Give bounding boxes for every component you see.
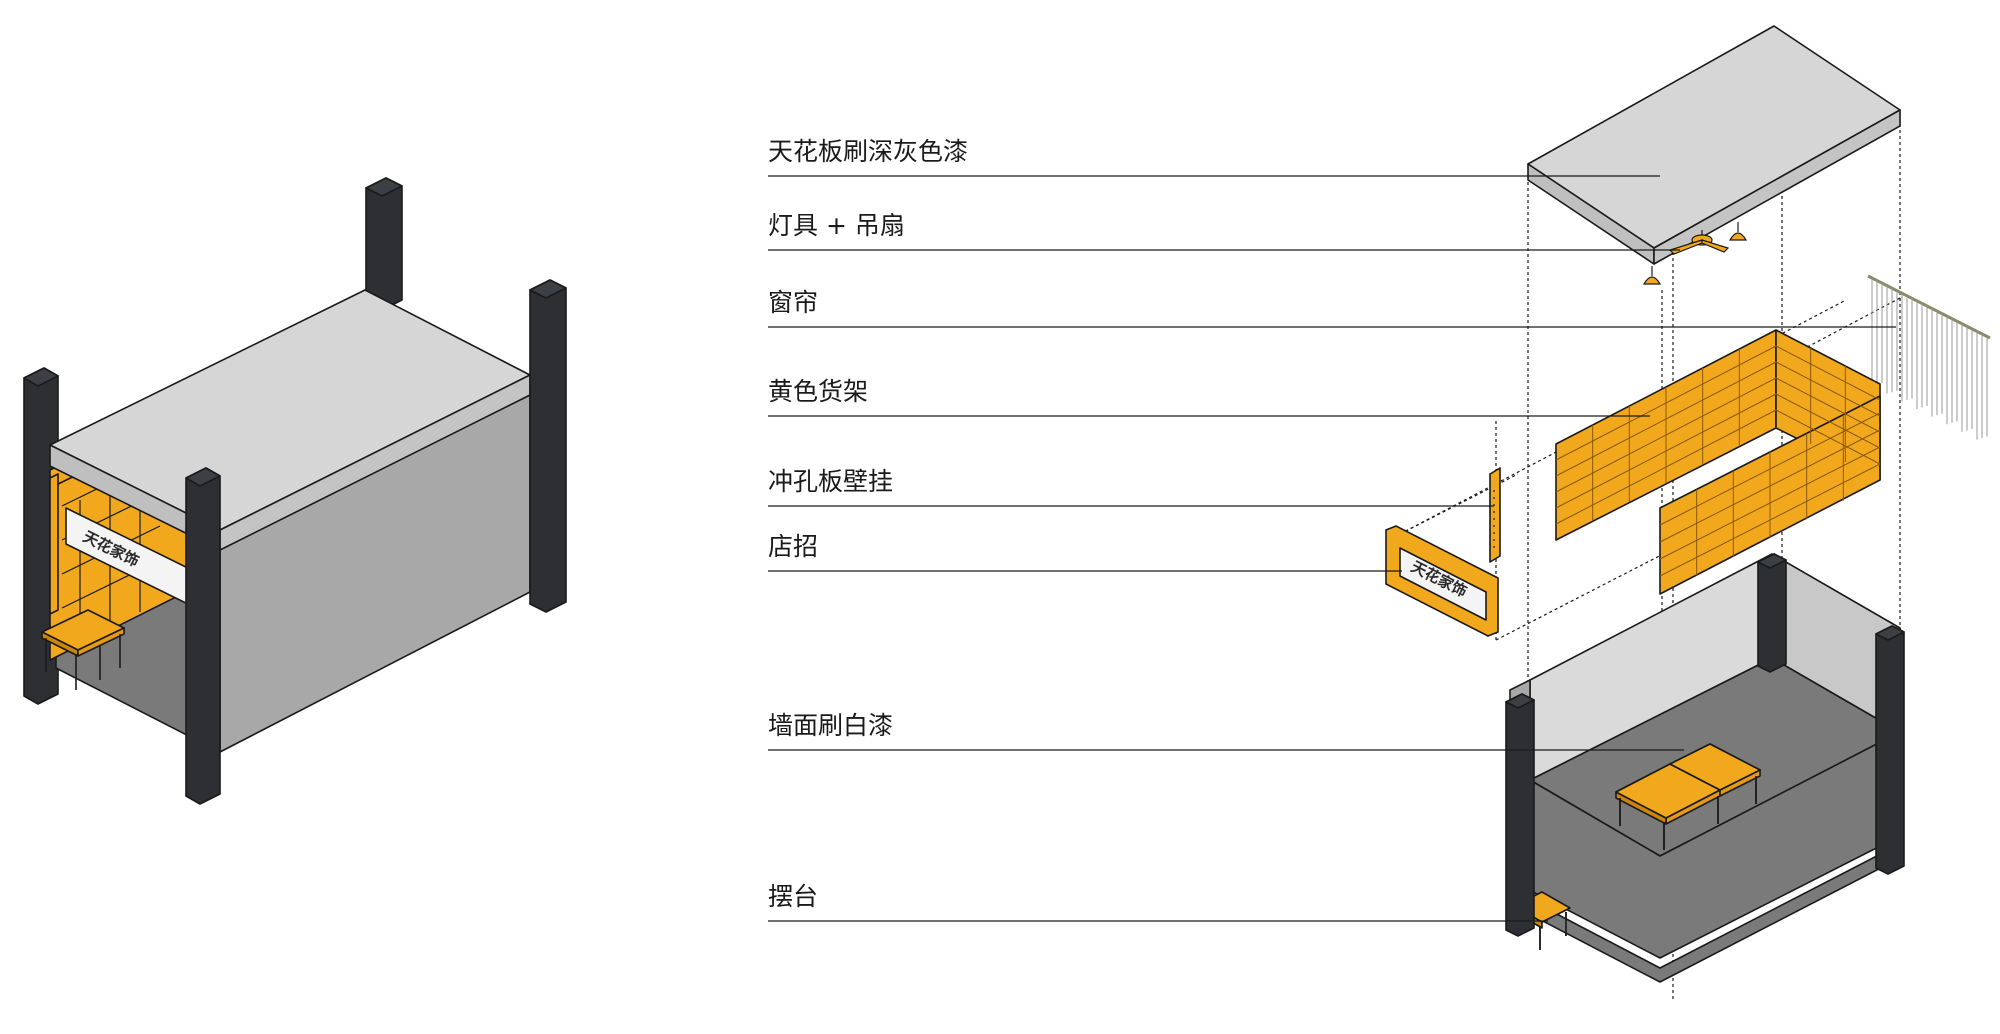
display-table-assembled <box>41 609 125 690</box>
label-lights: 灯具 + 吊扇 <box>768 211 1680 251</box>
pillar-exploded-front-left <box>1505 693 1535 937</box>
pillar-back-right <box>529 279 567 613</box>
signboard: 天花家饰 <box>1385 525 1499 637</box>
pendant-lamp-icon <box>1728 222 1748 241</box>
ceiling-slab-assembled <box>49 289 531 551</box>
pendant-lamp-icon <box>1642 266 1662 285</box>
pillar-front <box>185 467 221 805</box>
label-text-pegboard: 冲孔板壁挂 <box>768 467 893 496</box>
label-curtain: 窗帘 <box>768 288 1896 328</box>
label-text-walls: 墙面刷白漆 <box>768 711 893 740</box>
pillars-exploded <box>1505 553 1905 937</box>
pegboard-assembled <box>49 473 59 615</box>
shelf-slat <box>1775 361 1881 417</box>
label-text-ceiling: 天花板刷深灰色漆 <box>768 137 968 166</box>
pillar-back-center <box>365 177 403 311</box>
curtain <box>1867 274 1991 440</box>
label-text-lights: 灯具 + 吊扇 <box>768 211 905 240</box>
label-text-table: 摆台 <box>768 882 818 911</box>
shelf-slat <box>1775 409 1881 465</box>
yellow-shelves <box>1555 329 1881 595</box>
label-ceiling: 天花板刷深灰色漆 <box>768 137 1660 177</box>
label-text-shelves: 黄色货架 <box>768 377 868 406</box>
shelf-slat <box>1775 345 1881 401</box>
shelf-slat <box>1775 377 1881 433</box>
ceiling-slab <box>1527 25 1901 265</box>
label-pegboard: 冲孔板壁挂 <box>768 467 1494 507</box>
label-walls: 墙面刷白漆 <box>768 711 1684 751</box>
label-signboard: 店招 <box>768 532 1402 572</box>
assembled-shop-view: 天花家饰 <box>23 177 567 805</box>
label-shelves: 黄色货架 <box>768 377 1650 417</box>
label-text-signboard: 店招 <box>768 532 818 561</box>
pillar-exploded-back <box>1757 553 1787 673</box>
pillar-exploded-right <box>1875 625 1905 875</box>
label-table: 摆台 <box>768 882 1548 922</box>
label-text-curtain: 窗帘 <box>768 288 818 317</box>
pegboard-wall-hanging <box>1489 467 1501 563</box>
